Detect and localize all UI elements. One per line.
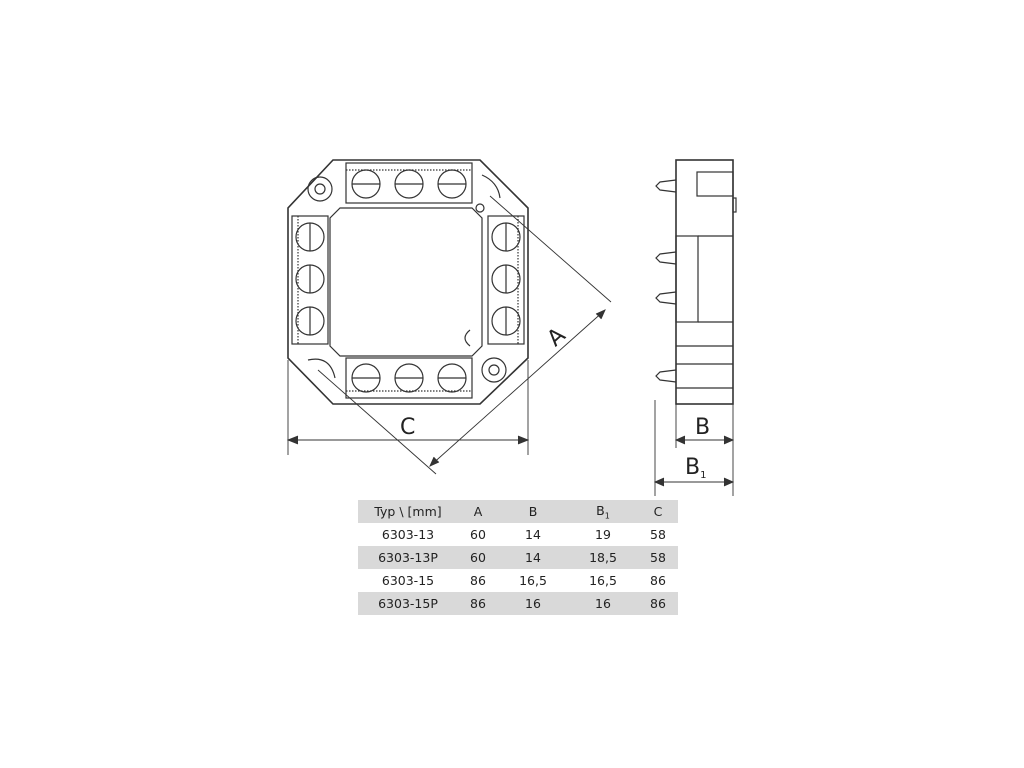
cell-b: 14 <box>525 527 541 542</box>
arrowhead <box>517 435 530 445</box>
cell-c: 86 <box>650 596 666 611</box>
extension-line-a-lower <box>317 369 437 475</box>
arrowhead <box>653 477 665 487</box>
column-header-b1: B1 <box>568 500 638 523</box>
column-header-b1-main: B <box>596 502 605 518</box>
top-view-frame <box>287 159 529 405</box>
dimension-label-b1-sub: 1 <box>700 470 706 481</box>
column-header-b: B <box>528 504 538 519</box>
cell-typ: 6303-13 <box>381 527 435 542</box>
cell-c: 58 <box>650 527 666 542</box>
terminal-housing-left <box>291 215 329 345</box>
inner-corner-mark <box>464 329 471 347</box>
cell-typ: 6303-15P <box>378 596 438 611</box>
arrowhead <box>674 435 686 445</box>
corner-hole-top-left-inner <box>314 183 326 195</box>
corner-hole-top-left <box>307 176 333 202</box>
terminal-housing-right <box>487 215 525 345</box>
side-view-body <box>675 159 734 405</box>
cell-b1: 16 <box>595 596 611 611</box>
corner-notch-bottom-left <box>307 358 336 379</box>
cell-a: 60 <box>470 527 486 542</box>
arrowhead <box>286 435 299 445</box>
cell-b1: 18,5 <box>589 550 617 565</box>
cell-b1: 16,5 <box>589 573 617 588</box>
terminal-block-right <box>487 215 525 345</box>
table-row: 6303-15 86 16,5 16,5 86 <box>358 569 678 592</box>
dimension-label-b: B <box>695 415 710 440</box>
table-row: 6303-13 60 14 19 58 <box>358 523 678 546</box>
mounting-pin <box>655 369 677 383</box>
cell-b: 16 <box>525 596 541 611</box>
cell-c: 86 <box>650 573 666 588</box>
table-row: 6303-15P 86 16 16 86 <box>358 592 678 615</box>
cell-a: 86 <box>470 596 486 611</box>
column-header-a: A <box>473 504 483 519</box>
side-view-middle-recess <box>675 235 699 323</box>
side-view-top-pocket <box>696 171 734 197</box>
arrowhead <box>595 309 606 320</box>
dimension-line-a <box>429 309 606 467</box>
cell-b: 14 <box>525 550 541 565</box>
technical-drawing: C A B B1 <box>286 159 737 496</box>
column-header-b1-sub: 1 <box>604 511 610 521</box>
arrowhead <box>723 435 735 445</box>
cell-a: 60 <box>470 550 486 565</box>
corner-hole-bottom-right <box>481 357 507 383</box>
terminal-housing-top <box>345 162 473 204</box>
dimension-label-a: A <box>543 323 571 352</box>
corner-screw-mark <box>475 203 485 213</box>
terminal-housing-bottom <box>345 357 473 399</box>
dimension-label-c: C <box>400 415 415 440</box>
terminal-block-left <box>291 215 329 345</box>
terminal-block-bottom <box>345 357 473 399</box>
frame-outer-outline <box>287 159 529 405</box>
cell-typ: 6303-13P <box>378 550 438 565</box>
dimension-label-b1: B1 <box>685 455 706 481</box>
arrowhead <box>723 477 735 487</box>
mounting-pin <box>655 251 677 265</box>
cell-b: 16,5 <box>519 573 547 588</box>
cell-typ: 6303-15 <box>381 573 435 588</box>
mounting-pin <box>655 291 677 305</box>
dimension-lines-side-view <box>653 400 735 496</box>
mounting-pin <box>655 179 677 193</box>
corner-hole-bottom-right-inner <box>488 364 500 376</box>
side-view <box>655 159 737 405</box>
column-header-c: C <box>653 504 663 519</box>
cell-b1: 19 <box>595 527 611 542</box>
dimension-label-b1-main: B <box>685 455 700 480</box>
column-header-typ: Typ \ [mm] <box>374 504 442 519</box>
side-view-tab <box>732 197 737 213</box>
table-row: 6303-13P 60 14 18,5 58 <box>358 546 678 569</box>
extension-line-a-upper <box>489 195 612 303</box>
dimension-lines-top-view <box>286 195 612 475</box>
dimension-table: Typ \ [mm] A B B1 C 6303-13 60 14 19 58 … <box>358 500 678 615</box>
corner-notch-top-right <box>481 174 501 199</box>
cell-a: 86 <box>470 573 486 588</box>
table-header-row: Typ \ [mm] A B B1 C <box>358 500 678 523</box>
arrowhead <box>429 456 440 467</box>
frame-inner-opening <box>329 207 483 357</box>
terminal-block-top <box>345 162 473 204</box>
cell-c: 58 <box>650 550 666 565</box>
